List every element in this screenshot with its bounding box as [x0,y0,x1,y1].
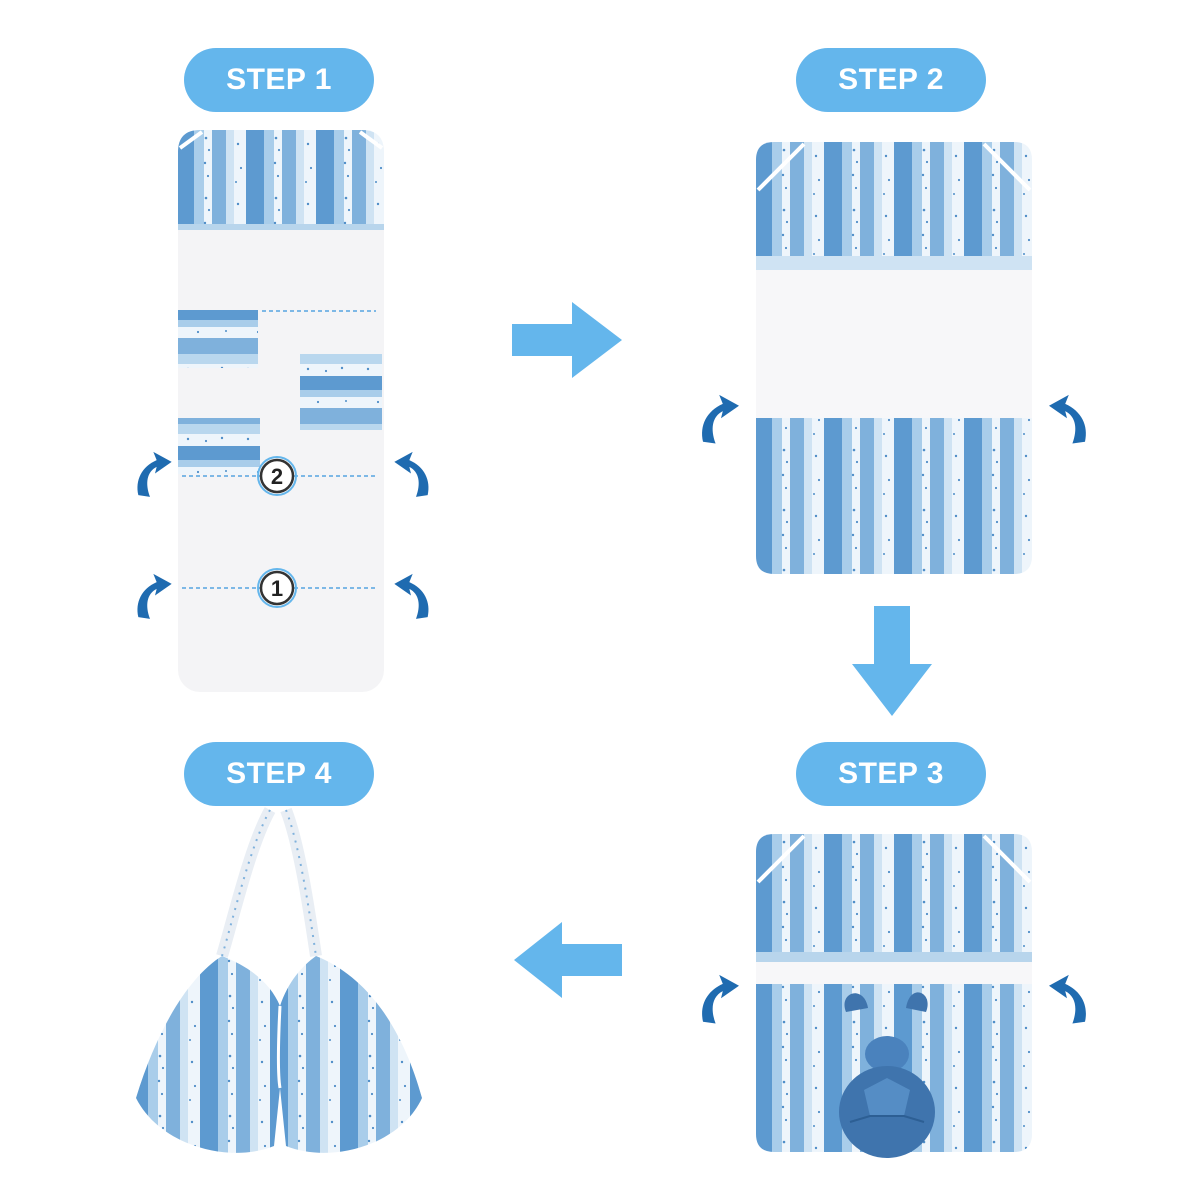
fold-badge-2: 2 [257,456,297,496]
flow-arrow-right [512,302,622,378]
fold-number-2: 2 [271,464,283,489]
curved-fold-arrow-icon [394,573,429,619]
step-4-bag [136,807,422,1153]
fold-number-1: 1 [271,576,283,601]
pocket-top-left [178,310,258,368]
flow-arrow-icon [852,606,932,716]
curved-fold-arrow-icon [1049,394,1086,444]
curved-fold-arrow-icon [1049,974,1086,1024]
terry-strip [756,962,1032,984]
pocket-bottom-left [178,418,260,474]
step-1-towel: 2 1 [178,130,384,692]
folded-flap [756,418,1032,574]
terry-section [756,270,1032,418]
curved-fold-arrow-icon [137,451,172,497]
bag-strap-left [216,807,276,958]
towel-hood [756,834,1032,952]
step-1-label: STEP 1 [184,48,374,112]
step-2-label: STEP 2 [796,48,986,112]
sea-turtle-icon [839,992,935,1158]
bag-strap-right [280,807,322,957]
towel-hood [756,142,1032,258]
towel-body [178,130,384,692]
curved-fold-arrow-icon [702,394,739,444]
curved-fold-arrow-icon [137,573,172,619]
pocket-right [300,354,382,430]
curved-fold-arrow-icon [702,974,739,1024]
fold-badge-1: 1 [257,568,297,608]
step-2-towel [756,142,1032,574]
towel-hood [178,130,384,226]
flow-arrow-icon [514,922,622,998]
step-3-label: STEP 3 [796,742,986,806]
curved-fold-arrow-icon [394,451,429,497]
step-4-label: STEP 4 [184,742,374,806]
step-3-towel [756,834,1032,1158]
flow-arrow-icon [512,302,622,378]
flow-arrow-down [852,606,932,716]
flow-arrow-left [514,922,622,998]
